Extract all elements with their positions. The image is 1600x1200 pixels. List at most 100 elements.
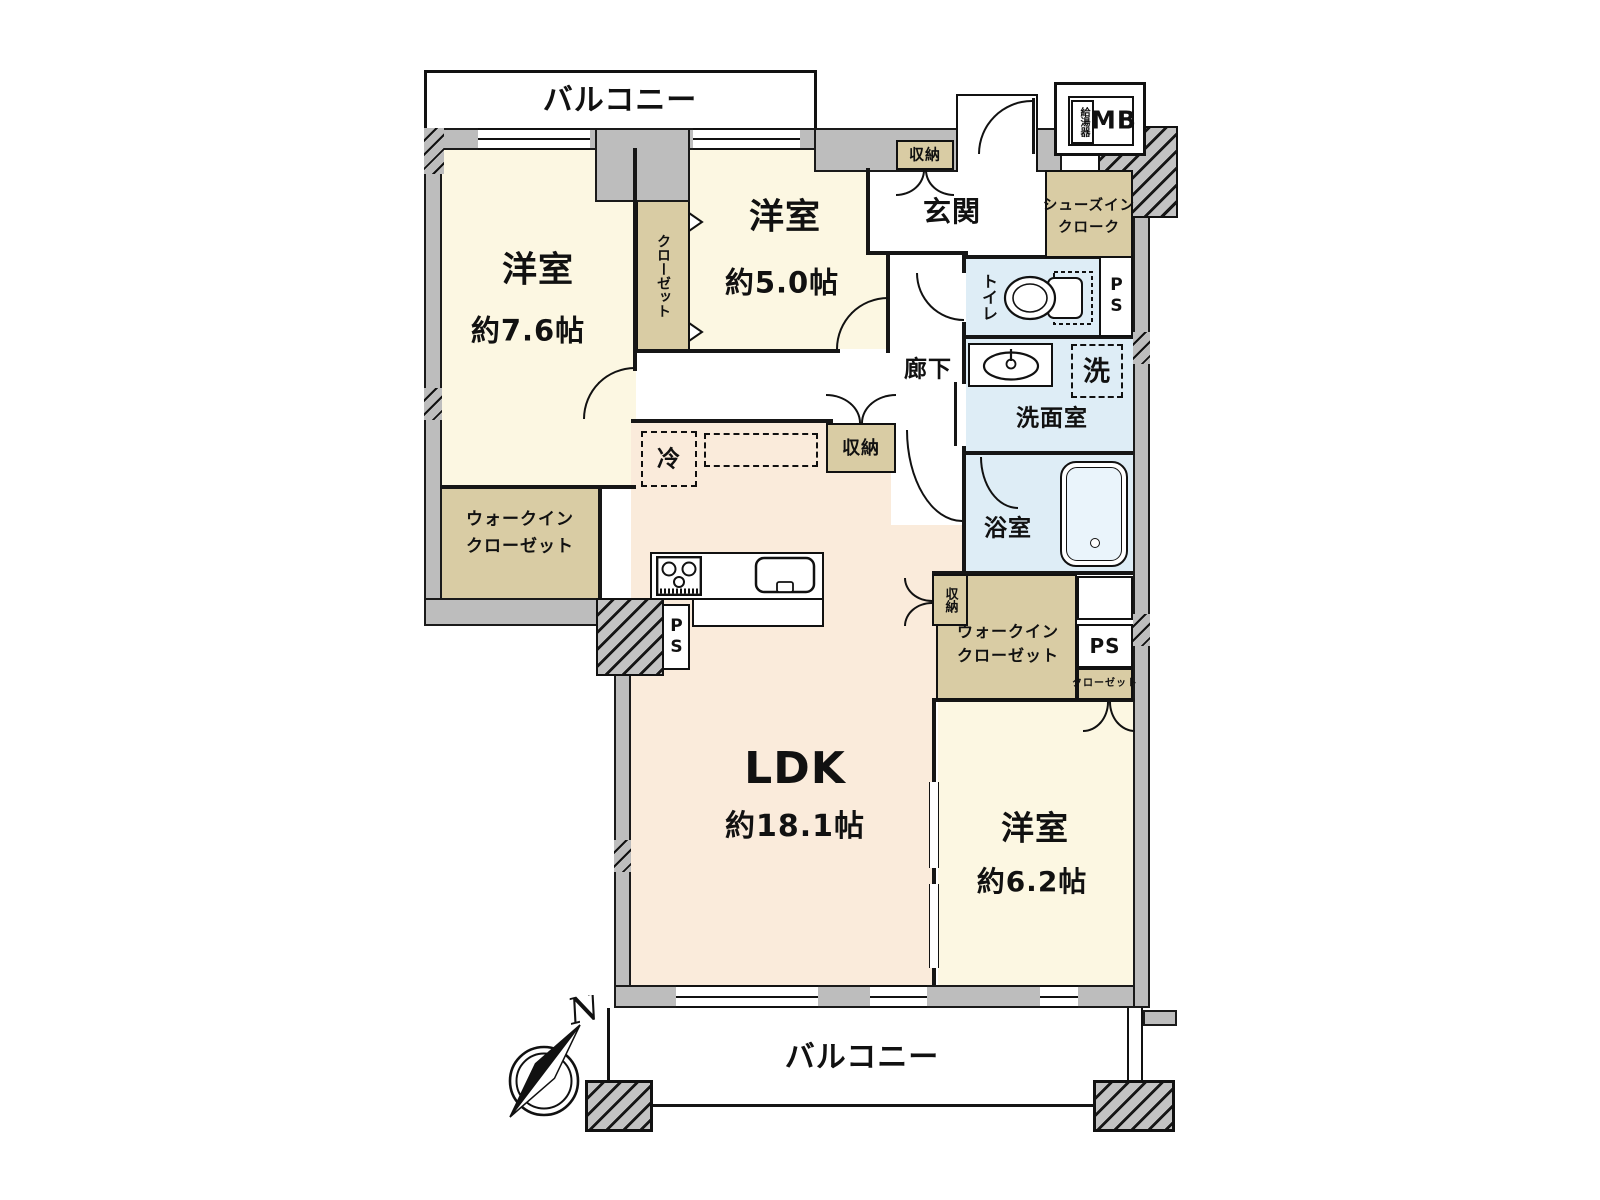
ps-kitchen-label: PS: [666, 616, 687, 658]
ps-right-label: PS: [1089, 634, 1121, 658]
hall-storage-label: 収納: [842, 438, 880, 459]
folding-door-arrow: [688, 322, 704, 342]
stove-icon: [656, 556, 702, 596]
hatch-corner-top-left: [424, 128, 444, 174]
wall-segment: [440, 485, 636, 489]
wic-left-area: [440, 489, 600, 598]
wall-segment: [866, 251, 968, 255]
window: [870, 985, 927, 1008]
wall-tick-1: [1133, 332, 1150, 364]
balcony-bottom-area: [607, 1008, 1131, 1108]
water-heater-label: 給湯器: [1078, 107, 1089, 137]
wall-segment: [633, 148, 637, 353]
wall-segment: [966, 335, 1133, 339]
sliding-door: [929, 782, 939, 868]
washer-label: 洗: [1083, 356, 1111, 388]
wic-left-label-2: クローゼット: [466, 536, 574, 557]
window: [1040, 985, 1078, 1008]
bedroom-a-size: 約7.6帖: [470, 313, 586, 348]
bedroom-b-size: 約5.0帖: [724, 265, 840, 300]
ps-toilet-box: [1099, 256, 1133, 337]
window: [478, 128, 590, 150]
entrance-storage-box: [896, 140, 954, 170]
wall-segment: [962, 322, 966, 384]
closet-small-box: [1077, 668, 1133, 700]
shoe-in-cloak-box: [1045, 170, 1133, 258]
wall-tick-2: [1133, 614, 1150, 646]
wic-left-label-1: ウォークイン: [466, 509, 574, 530]
closet-small-label: クローゼット: [1072, 678, 1138, 689]
room-bedroom-b: [690, 148, 870, 349]
counter-space: [704, 433, 818, 467]
wall-tick-4: [424, 388, 442, 420]
entrance-door-leaf: [1032, 98, 1035, 154]
sliding-door: [929, 884, 939, 968]
closet-between-label: クローゼット: [655, 234, 671, 318]
washroom-label: 洗面室: [1016, 405, 1088, 432]
pillar-bottom-right: [1093, 1080, 1175, 1132]
wall-segment: [966, 451, 1133, 455]
washer-box: [1071, 344, 1123, 398]
wic-right-label-1: ウォークイン: [956, 622, 1060, 641]
wic-right-label-2: クローゼット: [956, 646, 1060, 665]
ldk-patch: [936, 523, 966, 573]
room-bedroom-a: [440, 148, 636, 487]
balcony-top-label: バルコニー: [542, 83, 698, 118]
bath-storage-label: 収納: [942, 587, 958, 613]
wall-segment: [962, 255, 966, 273]
wall-segment: [631, 419, 833, 423]
room-bedroom-c: [938, 702, 1133, 985]
kitchen-return: [692, 600, 824, 627]
window: [693, 128, 800, 150]
ps-toilet-label: PS: [1106, 275, 1127, 317]
room-ldk: [631, 423, 936, 985]
fridge-label: 冷: [657, 446, 681, 473]
kitchen-sink-icon: [754, 556, 816, 594]
balcony-bottom-label: バルコニー: [784, 1040, 940, 1075]
wall-segment: [636, 349, 840, 353]
pillar-bottom-left: [585, 1080, 653, 1132]
entrance-label: 玄関: [922, 195, 982, 228]
fridge-space: [641, 431, 697, 487]
wall-segment: [598, 487, 602, 598]
ldk-name: LDK: [744, 743, 846, 794]
wall-segment: [633, 349, 637, 371]
entrance-storage-label: 収納: [908, 145, 942, 164]
ps-right-box: [1077, 624, 1133, 668]
hallway-label: 廊下: [904, 356, 952, 383]
bedroom-c-size: 約6.2帖: [976, 865, 1088, 898]
bedroom-a-name: 洋室: [501, 250, 575, 291]
washbasin-icon: [982, 349, 1040, 381]
window: [676, 985, 818, 1008]
toilet-label: トイレ: [979, 273, 998, 321]
wall-wic-bottom: [424, 598, 602, 626]
water-heater-box: [1071, 100, 1094, 144]
compass-north-label: N: [563, 995, 606, 1034]
wall-segment: [962, 446, 966, 573]
bedroom-b-name: 洋室: [748, 197, 822, 238]
bath-storage-box: [932, 574, 968, 626]
wall-segment: [932, 571, 1133, 575]
wall-tab-right: [1143, 1010, 1177, 1026]
bathtub-drain: [1090, 538, 1100, 548]
meter-box-label: MB: [1091, 105, 1137, 135]
balcony-right-rail: [1127, 1008, 1143, 1082]
bedroom-c-name: 洋室: [1001, 808, 1069, 848]
ps-kitchen-box: [662, 604, 690, 670]
toilet-icon: [1003, 271, 1093, 325]
wall-segment: [886, 253, 890, 299]
hatch-block-left: [596, 598, 664, 676]
wall-segment: [866, 168, 870, 255]
service-box: [1077, 576, 1133, 620]
wall-left: [424, 128, 442, 602]
wall-segment: [932, 698, 1135, 702]
shoe-in-cloak-label-1: シューズイン: [1042, 197, 1136, 214]
wall-top-t-block: [595, 128, 690, 202]
ldk-size: 約18.1帖: [724, 809, 866, 844]
compass-icon: N: [508, 995, 606, 1118]
hall-storage-box: [826, 423, 896, 473]
shoe-in-cloak-label-2: クローク: [1058, 219, 1120, 236]
bathroom-label: 浴室: [984, 515, 1032, 542]
folding-door-arrow: [688, 212, 704, 232]
